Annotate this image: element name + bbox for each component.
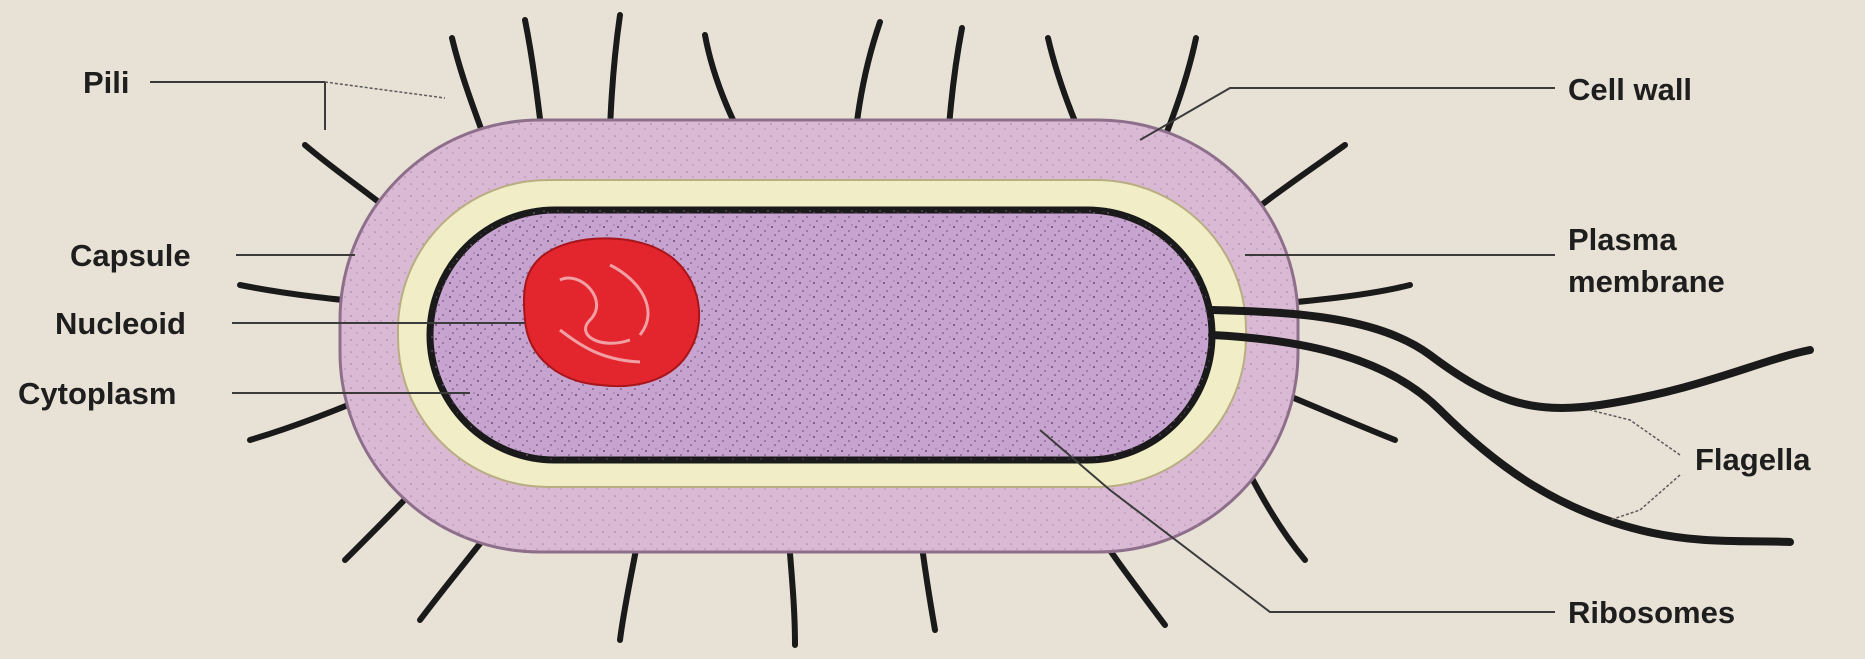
- label-plasma-membrane-line2: membrane: [1568, 264, 1725, 299]
- label-ribosomes: Ribosomes: [1568, 595, 1735, 630]
- label-cell-wall: Cell wall: [1568, 72, 1692, 107]
- flagella-group: [1212, 310, 1810, 542]
- label-nucleoid: Nucleoid: [55, 306, 186, 341]
- label-plasma-membrane-line1: Plasma: [1568, 222, 1677, 257]
- label-pili: Pili: [83, 65, 130, 100]
- label-cytoplasm: Cytoplasm: [18, 376, 176, 411]
- label-flagella: Flagella: [1695, 442, 1811, 477]
- label-capsule: Capsule: [70, 238, 191, 273]
- nucleoid-blob: [524, 238, 699, 386]
